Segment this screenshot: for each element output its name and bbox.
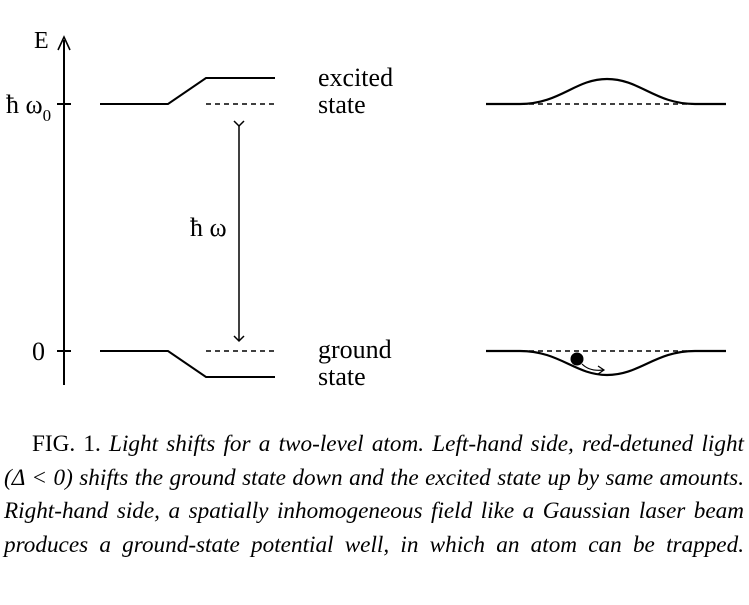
trapped-atom [570, 352, 584, 366]
ground-state-label-line1: ground [318, 335, 392, 364]
ground-potential-well [486, 349, 726, 377]
ground-energy-label: 0 [32, 337, 45, 366]
photon-energy-label: ħ ω [190, 213, 227, 242]
excited-energy-label: ħ ω0 [6, 90, 51, 125]
figure-caption-text: Light shifts for a two-level atom. Left-… [4, 431, 744, 558]
excited-state-label-line1: excited [318, 63, 393, 92]
ground-level-shifted [100, 350, 275, 378]
excited-level-shifted [100, 77, 275, 105]
figure-caption-label: FIG. 1. [32, 431, 101, 457]
figure-caption: FIG. 1. Light shifts for a two-level ato… [4, 428, 744, 562]
atom-motion-arrowhead [597, 365, 606, 375]
atom-motion-arrow [581, 363, 604, 371]
ground-state-label-line2: state [318, 362, 366, 391]
energy-axis-arrowhead [57, 35, 71, 51]
excited-state-label-line2: state [318, 90, 366, 119]
excited-potential-bump [486, 77, 726, 106]
energy-axis-label: E [34, 28, 49, 54]
light-shift-diagram: E ħ ω0 0 ħ ω excited state ground state [6, 28, 726, 391]
